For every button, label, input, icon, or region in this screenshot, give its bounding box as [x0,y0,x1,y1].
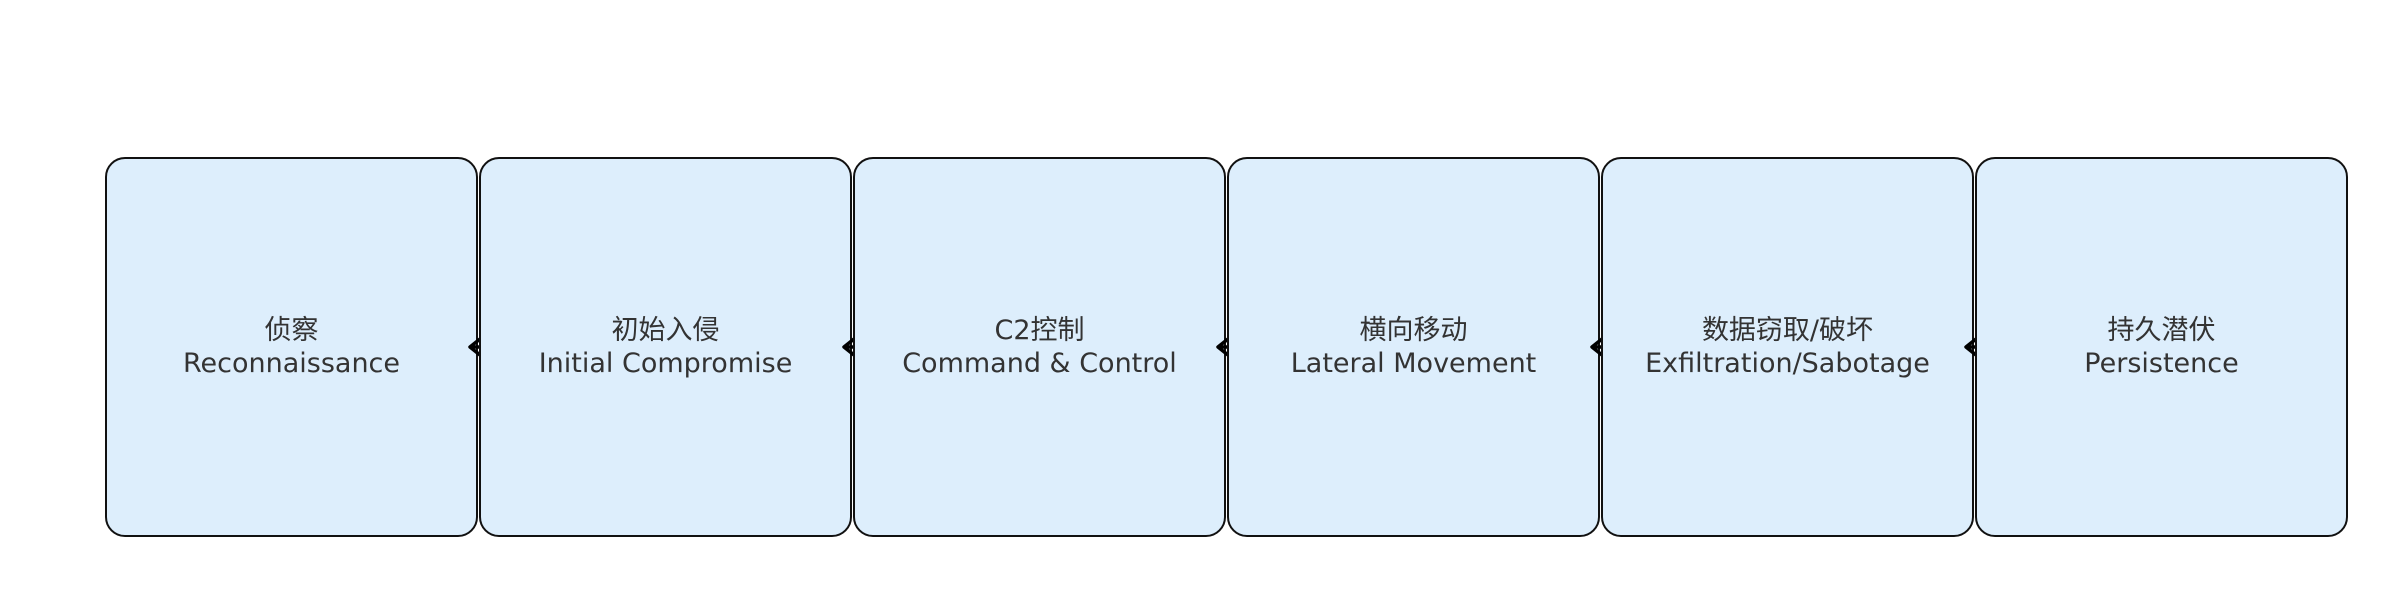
stage-box-persistence: 持久潜伏 Persistence [1975,157,2348,537]
stage-label-en: Persistence [2084,348,2239,379]
stage-label-en: Reconnaissance [182,348,401,379]
stage-box-initial-compromise: 初始入侵 Initial Compromise [479,157,852,537]
stage-box-exfiltration-sabotage: 数据窃取/破坏 Exfiltration/Sabotage [1601,157,1974,537]
stage-box-reconnaissance: 侦察 Reconnaissance [105,157,478,537]
stage-label-en: Command & Control [902,348,1177,379]
stage-label-zh: 横向移动 [1359,315,1468,346]
stage-label-en: Lateral Movement [1290,348,1537,379]
stage-label-zh: 数据窃取/破坏 [1701,315,1874,346]
stage-label-en: Exfiltration/Sabotage [1645,348,1930,379]
stage-box-command-control: C2控制 Command & Control [853,157,1226,537]
stage-label-zh: C2控制 [994,315,1085,346]
stage-label-zh: 侦察 [264,315,319,346]
stage-label-zh: 初始入侵 [611,315,720,346]
stage-label-zh: 持久潜伏 [2107,315,2216,346]
stage-label-en: Initial Compromise [538,348,793,379]
stage-box-lateral-movement: 横向移动 Lateral Movement [1227,157,1600,537]
